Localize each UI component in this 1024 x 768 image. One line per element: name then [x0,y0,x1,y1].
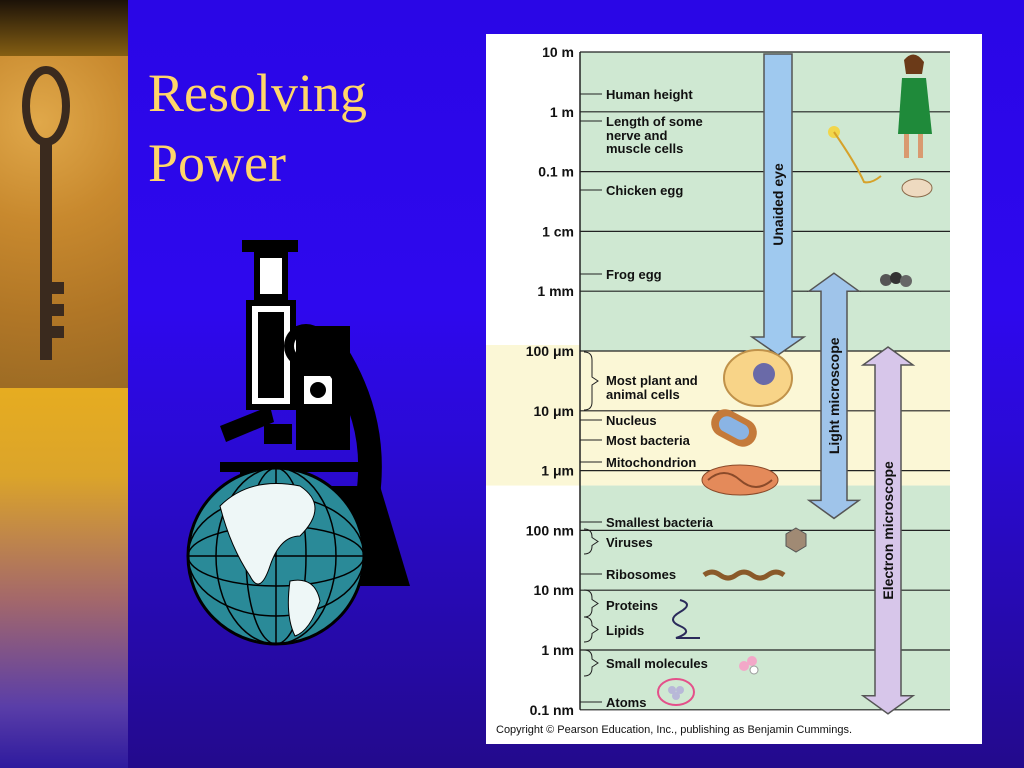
slide-title: Resolving Power [148,58,468,198]
item-label: muscle cells [606,141,683,156]
item-label: Frog egg [606,267,662,282]
item-label: Nucleus [606,413,657,428]
copyright-notice: Copyright © Pearson Education, Inc., pub… [496,724,852,736]
scale-label: 1 mm [537,283,574,299]
item-label: Most bacteria [606,433,691,448]
item-label: Mitochondrion [606,455,696,470]
object-pictures [657,54,933,706]
item-label: animal cells [606,387,680,402]
item-label: Length of some [606,114,703,129]
range-arrow: Electron microscope [860,346,916,715]
item-bracket [583,589,599,618]
item-label: Human height [606,87,693,102]
scale-label: 1 μm [541,463,574,479]
scale-label: 100 μm [526,343,574,359]
scale-label: 100 nm [526,522,574,538]
scale-label: 1 cm [542,223,574,239]
range-label: Unaided eye [770,163,786,246]
scale-label: 10 nm [534,582,574,598]
item-label: Viruses [606,535,653,550]
microscope-globe-illustration [186,240,410,646]
scale-label: 0.1 nm [530,702,574,718]
item-bracket [583,616,599,643]
protein-icon [672,599,700,639]
range-label: Electron microscope [880,461,896,600]
key-icon [22,66,70,360]
scale-label: 1 m [550,104,574,120]
nerve-cell-icon [828,126,882,184]
item-label: Ribosomes [606,567,676,582]
slide-title-line-1: Resolving [148,63,368,123]
slide-title-line-2: Power [148,133,286,193]
item-bracket [583,351,599,411]
range-label: Light microscope [826,337,842,454]
bacterium-icon [711,409,757,447]
item-label: Chicken egg [606,183,683,198]
item-label: Smallest bacteria [606,515,714,530]
range-arrow: Unaided eye [749,53,807,356]
range-arrow: Light microscope [806,272,862,520]
scale-label: 10 m [542,44,574,60]
small-molecule-icon [739,656,759,675]
size-scale-chart-svg: 10 m 1 m 0.1 m 1 cm 1 mm 100 μm 10 μm 1 μm 100 n… [486,44,950,736]
scale-label: 10 μm [534,403,574,419]
scale-label: 1 nm [541,642,574,658]
animal-cell-icon [723,349,793,407]
antique-key-image [0,56,128,388]
ribosome-icon [702,569,786,581]
item-label: Lipids [606,623,644,638]
item-label: Proteins [606,598,658,613]
scale-label: 0.1 m [538,164,574,180]
item-bracket [583,649,599,677]
item-label: Small molecules [606,656,708,671]
item-label: Atoms [606,695,646,710]
chicken-egg-icon [901,178,933,198]
item-label: nerve and [606,128,667,143]
size-scale-chart: 10 m 1 m 0.1 m 1 cm 1 mm 100 μm 10 μm 1 μm 100 n… [486,34,982,744]
band-yellow-left [486,345,580,486]
mitochondrion-icon [701,464,779,496]
woman-icon [898,54,932,158]
globe-icon [186,466,366,646]
frog-egg-icon [880,272,912,287]
item-label: Most plant and [606,373,698,388]
virus-icon [785,527,807,553]
item-bracket [583,528,599,555]
atom-icon [657,678,695,706]
